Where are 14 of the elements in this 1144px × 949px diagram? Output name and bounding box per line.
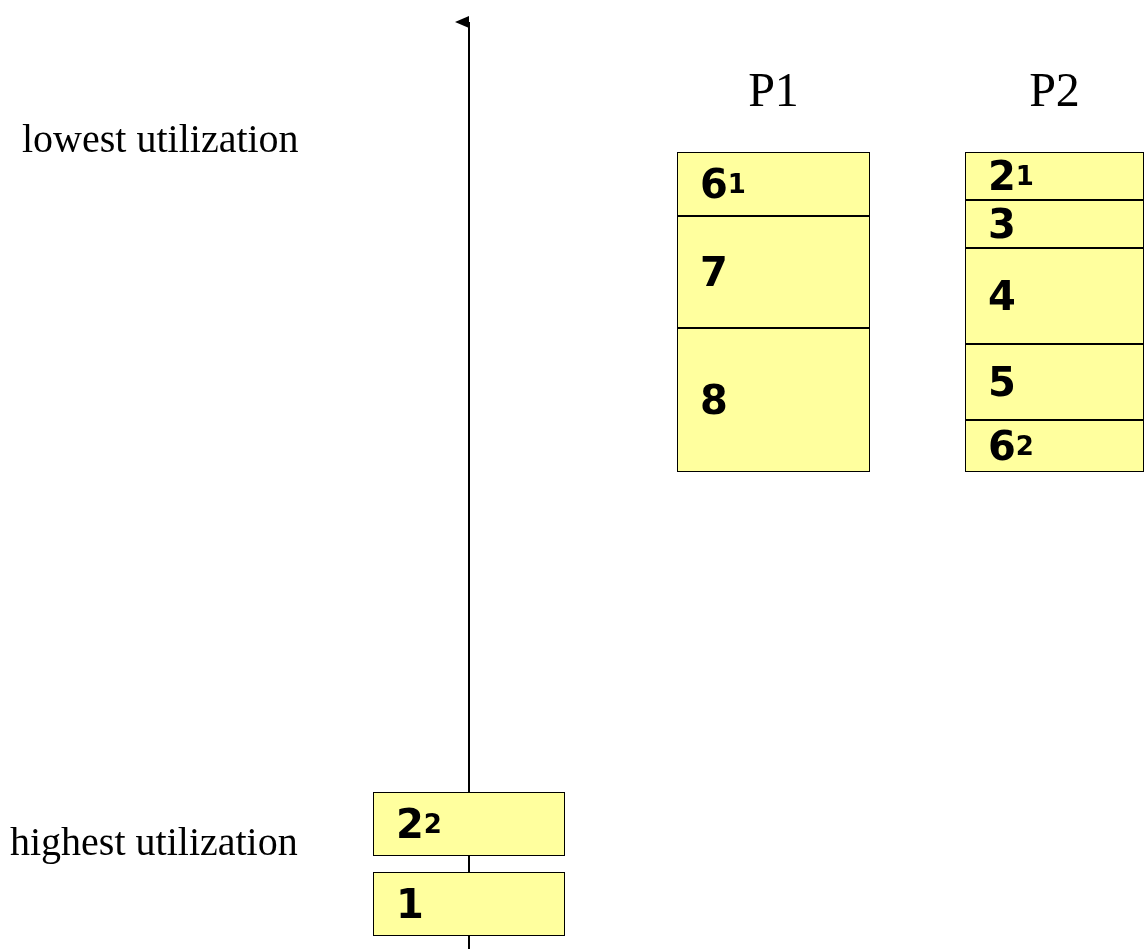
column-heading: P2 (1028, 62, 1081, 118)
task-block: 1 (373, 872, 565, 936)
task-block: 6$^{1}$ (677, 152, 870, 216)
task-block: 3 (965, 200, 1144, 248)
axis-label: lowest utilization (22, 116, 299, 162)
column-heading: P1 (747, 62, 800, 118)
task-block: 2$^{2}$ (373, 792, 565, 856)
task-block: 6$^{2}$ (965, 420, 1144, 472)
task-block: 8 (677, 328, 870, 472)
task-block: 5 (965, 344, 1144, 420)
task-block: 4 (965, 248, 1144, 344)
axis-label: highest utilization (10, 819, 298, 865)
task-block: 7 (677, 216, 870, 328)
task-block: 2$^{1}$ (965, 152, 1144, 200)
